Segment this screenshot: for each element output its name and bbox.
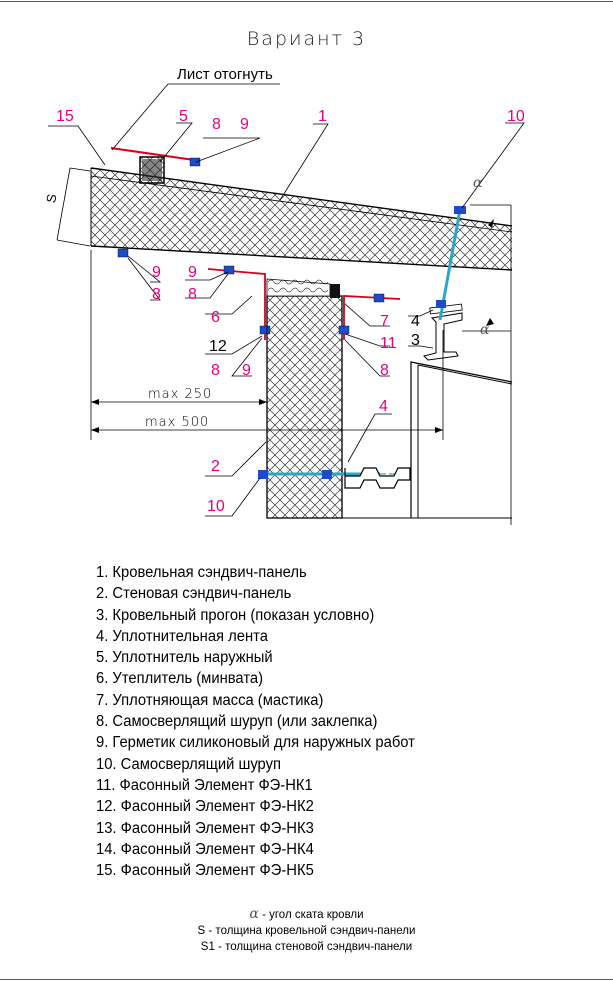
legend-item: 10. Самосверлящий шуруп xyxy=(96,755,281,773)
angle-alpha-bottom: α xyxy=(480,322,490,338)
label-3: 3 xyxy=(411,332,420,349)
legend-item: 15. Фасонный Элемент ФЭ-НК5 xyxy=(96,862,314,880)
label-9-mid: 9 xyxy=(188,264,197,281)
label-9-left: 9 xyxy=(152,264,161,281)
roof-panel-top-skin-inner xyxy=(90,175,513,233)
label-4-roof: 4 xyxy=(411,313,420,330)
label-7: 7 xyxy=(380,313,389,330)
label-2: 2 xyxy=(211,458,220,475)
leader-lines xyxy=(48,83,525,517)
label-4-wall: 4 xyxy=(379,398,388,415)
label-9-wall-left: 9 xyxy=(242,362,251,379)
page-title: Вариант 3 xyxy=(246,28,367,50)
label-12: 12 xyxy=(209,338,227,355)
label-8-wall-left: 8 xyxy=(211,362,220,379)
label-5: 5 xyxy=(179,108,188,125)
legend-item: 9. Герметик силиконовый для наружных раб… xyxy=(96,734,415,752)
label-1: 1 xyxy=(318,108,327,125)
label-10-roof: 10 xyxy=(507,108,525,125)
legend-item: 1. Кровельная сэндвич-панель xyxy=(96,564,307,581)
legend-item: 2. Стеновая сэндвич-панель xyxy=(96,585,292,603)
legend-item: 8. Самосверлящий шуруп (или заклепка) xyxy=(96,713,378,731)
flashing-fe-nk1 xyxy=(343,295,401,340)
label-15: 15 xyxy=(56,108,74,125)
dim-max250: max 250 xyxy=(148,387,213,402)
legend-list: 1. Кровельная сэндвич-панель 2. Стеновая… xyxy=(96,562,428,881)
label-8-top: 8 xyxy=(212,116,221,133)
flashing-fe-nk5 xyxy=(110,147,195,161)
label-10-wall: 10 xyxy=(207,498,225,515)
dim-max500: max 500 xyxy=(145,415,210,430)
mineral-wool xyxy=(266,278,331,297)
angle-alpha-top: α xyxy=(473,175,483,191)
legend-item: 6. Утеплитель (минвата) xyxy=(96,670,264,688)
legend-item: 13. Фасонный Элемент ФЭ-НК3 xyxy=(96,819,314,837)
roof-wall-junction-drawing xyxy=(48,83,525,525)
note-alpha: α - угол ската кровли xyxy=(249,906,364,922)
callout-sheet-bent: Лист отогнуть xyxy=(177,66,273,83)
label-8-left: 8 xyxy=(152,286,161,303)
legend-item: 4. Уплотнительная лента xyxy=(96,627,268,645)
roof-panel-bottom-skin xyxy=(90,245,513,271)
notes: α - угол ската кровли S - толщина кровел… xyxy=(0,906,613,955)
mastic xyxy=(330,284,340,298)
legend-item: 3. Кровельный прогон (показан условно) xyxy=(96,606,375,624)
legend-item: 11. Фасонный Элемент ФЭ-НК1 xyxy=(96,776,313,794)
bottom-frame-line xyxy=(0,979,613,980)
roof-panel-core xyxy=(91,168,512,270)
flashing-fe-nk2 xyxy=(207,268,266,340)
label-11: 11 xyxy=(380,335,397,352)
alpha-symbol: α xyxy=(249,906,259,922)
label-9-top: 9 xyxy=(240,116,249,133)
label-8-mid: 8 xyxy=(188,286,197,303)
wall-girt-profile xyxy=(344,467,411,489)
label-8-wall-right: 8 xyxy=(380,362,389,379)
legend-item: 14. Фасонный Элемент ФЭ-НК4 xyxy=(96,840,314,858)
label-6: 6 xyxy=(211,309,220,326)
note-s1: S1 - толщина стеновой сэндвич-панели xyxy=(200,941,413,953)
wall-frame xyxy=(410,361,513,518)
dimension-lines xyxy=(56,167,512,525)
legend-item: 12. Фасонный Элемент ФЭ-НК2 xyxy=(96,798,314,816)
legend-item: 7. Уплотняющая масса (мастика) xyxy=(96,691,324,709)
note-s: S - толщина кровельной сэндвич-панели xyxy=(197,925,416,937)
top-frame-line xyxy=(0,1,613,2)
wall-panel xyxy=(266,295,343,519)
legend-item: 5. Уплотнитель наружный xyxy=(96,649,273,667)
fasteners xyxy=(117,157,385,335)
